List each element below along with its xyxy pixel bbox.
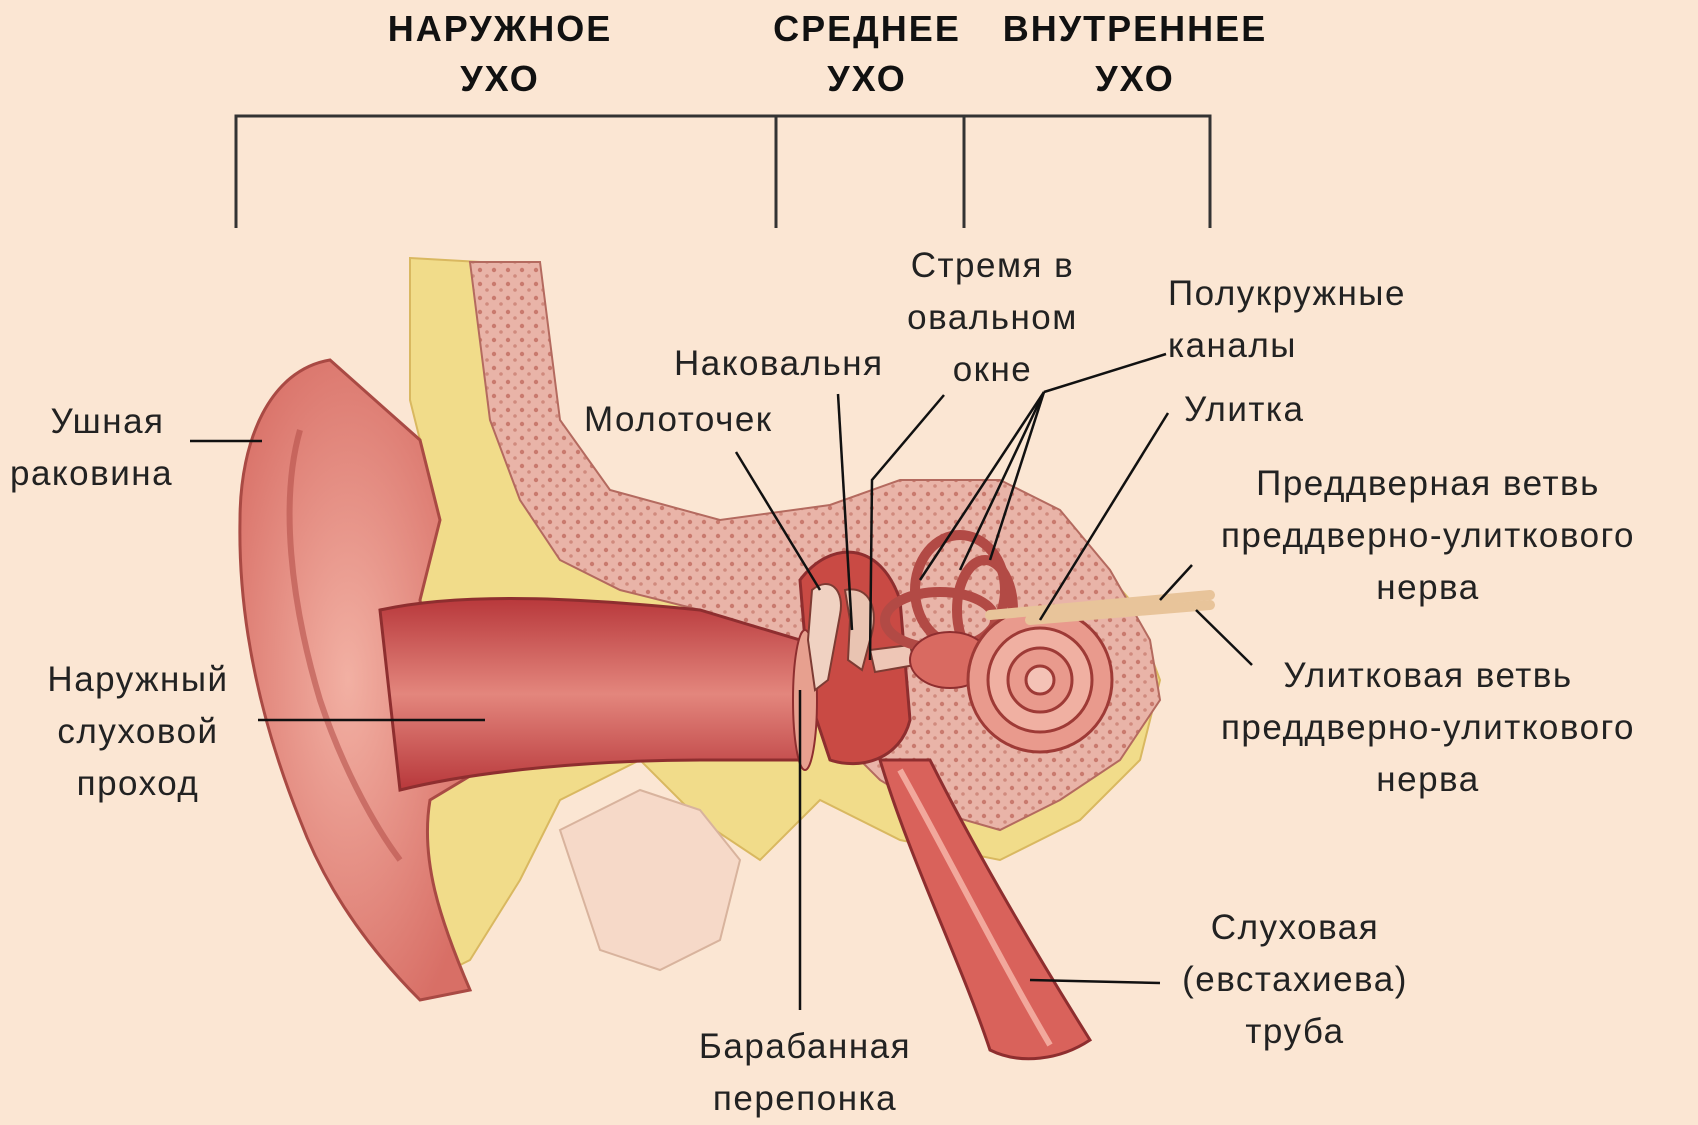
label-cochlea: Улитка: [1184, 384, 1304, 436]
label-semicircular-line2: каналы: [1168, 320, 1406, 372]
label-eardrum-line1: Барабанная: [675, 1021, 935, 1073]
section-brackets: [236, 116, 1210, 228]
label-auricle-line2: раковина: [10, 448, 205, 500]
label-malleus-text: Молоточек: [584, 394, 773, 446]
label-auricle: Ушная раковина: [10, 396, 205, 500]
label-cochlear-line3: нерва: [1178, 754, 1678, 806]
label-stapes-line2: овальном: [880, 292, 1105, 344]
label-cochlear-line1: Улитковая ветвь: [1178, 650, 1678, 702]
label-stapes: Стремя в овальном окне: [880, 240, 1105, 396]
label-ear-canal: Наружный слуховой проход: [28, 654, 248, 810]
label-auricle-line1: Ушная: [10, 396, 205, 448]
section-inner-line1: ВНУТРЕННЕЕ: [985, 4, 1285, 54]
label-semicircular-line1: Полукружные: [1168, 268, 1406, 320]
label-incus: Наковальня: [674, 338, 884, 390]
label-vestibular-line3: нерва: [1178, 562, 1678, 614]
ear-canal-shape: [380, 598, 810, 790]
label-cochlear-branch: Улитковая ветвь преддверно-улиткового не…: [1178, 650, 1678, 806]
label-malleus: Молоточек: [584, 394, 773, 446]
label-ear-canal-line3: проход: [28, 758, 248, 810]
label-eustachian-line3: труба: [1160, 1006, 1430, 1058]
label-vestibular-branch: Преддверная ветвь преддверно-улиткового …: [1178, 458, 1678, 614]
label-vestibular-line1: Преддверная ветвь: [1178, 458, 1678, 510]
label-stapes-line1: Стремя в: [880, 240, 1105, 292]
label-vestibular-line2: преддверно-улиткового: [1178, 510, 1678, 562]
section-outer-ear: НАРУЖНОЕ УХО: [370, 4, 630, 104]
label-eardrum: Барабанная перепонка: [675, 1021, 935, 1125]
label-ear-canal-line1: Наружный: [28, 654, 248, 706]
label-eustachian-line1: Слуховая: [1160, 902, 1430, 954]
section-middle-line2: УХО: [752, 54, 982, 104]
section-inner-line2: УХО: [985, 54, 1285, 104]
section-inner-ear: ВНУТРЕННЕЕ УХО: [985, 4, 1285, 104]
label-cochlea-text: Улитка: [1184, 384, 1304, 436]
label-incus-text: Наковальня: [674, 338, 884, 390]
label-ear-canal-line2: слуховой: [28, 706, 248, 758]
label-eardrum-line2: перепонка: [675, 1073, 935, 1125]
section-middle-line1: СРЕДНЕЕ: [752, 4, 982, 54]
label-eustachian-tube: Слуховая (евстахиева) труба: [1160, 902, 1430, 1058]
label-semicircular-canals: Полукружные каналы: [1168, 268, 1406, 372]
section-middle-ear: СРЕДНЕЕ УХО: [752, 4, 982, 104]
label-eustachian-line2: (евстахиева): [1160, 954, 1430, 1006]
cochlea-shape: [968, 608, 1112, 752]
label-stapes-line3: окне: [880, 344, 1105, 396]
section-outer-line1: НАРУЖНОЕ: [370, 4, 630, 54]
section-outer-line2: УХО: [370, 54, 630, 104]
label-cochlear-line2: преддверно-улиткового: [1178, 702, 1678, 754]
